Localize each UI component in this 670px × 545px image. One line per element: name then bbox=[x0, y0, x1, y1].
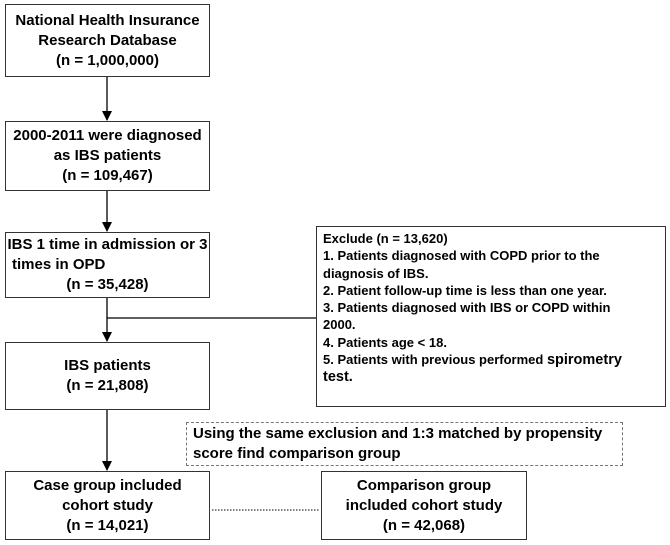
ibs-admission-line1: IBS 1 time in admission or 3 bbox=[7, 236, 208, 253]
exclusion-item: 4. Patients age < 18. bbox=[323, 334, 447, 350]
exclusion-item-5: 5. Patients with previous performed spir… bbox=[323, 351, 659, 369]
ibs-patients-title: IBS patients bbox=[64, 357, 151, 374]
case-group-count: (n = 14,021) bbox=[66, 516, 149, 534]
ibs-admission-line2: times in OPD bbox=[12, 256, 106, 273]
ibs-admission-count: (n = 35,428) bbox=[66, 276, 149, 293]
exclusion-item: diagnosis of IBS. bbox=[323, 265, 429, 281]
exclusion-item: 3. Patients diagnosed with IBS or COPD w… bbox=[323, 300, 611, 316]
exclusion-item: 2. Patient follow-up time is less than o… bbox=[323, 282, 607, 298]
ibs-patients-box: IBS patients (n = 21,808) bbox=[5, 342, 210, 410]
ibs-patients-count: (n = 21,808) bbox=[66, 377, 149, 394]
ibs-diagnosed-count: (n = 109,467) bbox=[62, 167, 153, 184]
comparison-group-count: (n = 42,068) bbox=[382, 516, 466, 534]
case-group-box: Case group included cohort study (n = 14… bbox=[5, 471, 210, 540]
matching-note-line2: score find comparison group bbox=[193, 445, 401, 462]
comparison-group-line1: Comparison group bbox=[356, 476, 492, 494]
database-line1: National Health Insurance bbox=[15, 11, 200, 29]
exclusion-item: test. bbox=[323, 369, 353, 386]
ibs-diagnosed-box: 2000-2011 were diagnosed as IBS patients… bbox=[5, 121, 210, 191]
database-line2: Research Database bbox=[38, 31, 177, 49]
comparison-group-line2: included cohort study bbox=[345, 496, 503, 514]
matching-note-box: Using the same exclusion and 1:3 matched… bbox=[186, 422, 623, 466]
database-box: National Health Insurance Research Datab… bbox=[5, 4, 210, 77]
case-group-line2: cohort study bbox=[62, 496, 153, 514]
comparison-group-box: Comparison group included cohort study (… bbox=[321, 471, 527, 540]
case-group-line1: Case group included bbox=[33, 476, 182, 494]
exclusion-item-emphasis: spirometry bbox=[546, 352, 622, 369]
exclusion-item: 1. Patients diagnosed with COPD prior to… bbox=[323, 248, 600, 264]
ibs-admission-box: IBS 1 time in admission or 3 times in OP… bbox=[5, 232, 210, 298]
exclusion-criteria-box: Exclude (n = 13,620) 1. Patients diagnos… bbox=[316, 226, 666, 407]
database-count: (n = 1,000,000) bbox=[56, 51, 159, 69]
exclusion-item: 5. Patients with previous performed bbox=[323, 352, 544, 368]
ibs-diagnosed-line1: 2000-2011 were diagnosed bbox=[13, 127, 202, 144]
exclusion-title: Exclude (n = 13,620) bbox=[323, 231, 448, 246]
matching-note-line1: Using the same exclusion and 1:3 matched… bbox=[193, 425, 603, 442]
ibs-diagnosed-line2: as IBS patients bbox=[53, 147, 162, 164]
exclusion-item: 2000. bbox=[323, 317, 356, 333]
